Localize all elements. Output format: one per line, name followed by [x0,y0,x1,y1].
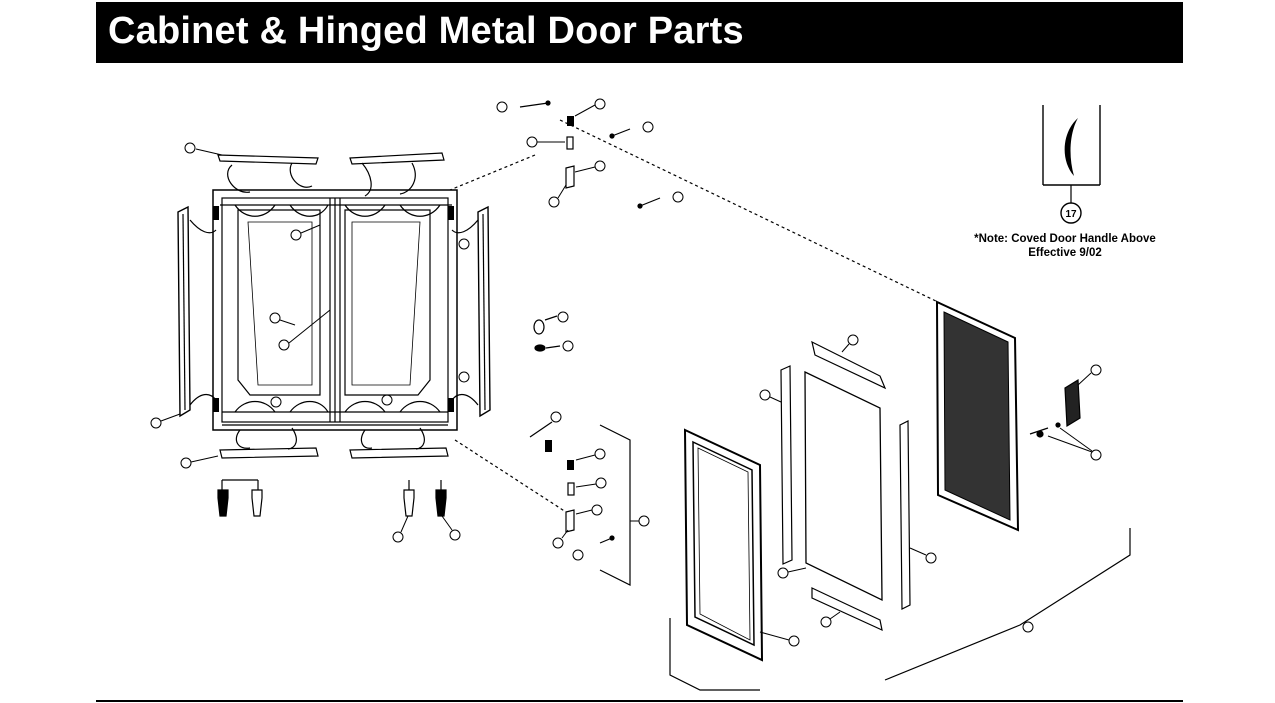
title-bar: Cabinet & Hinged Metal Door Parts [96,2,1183,63]
door-glass-panel [804,370,883,602]
cabinet-frame [212,189,458,431]
handle-callout-number: 17 [1065,209,1077,220]
hinge-hardware-bottom [454,421,631,586]
bottom-rails-and-legs [217,427,449,517]
part-callouts [150,98,1102,647]
note-line-1: *Note: Coved Door Handle Above [974,233,1156,245]
door-handle-part [1029,378,1081,438]
note-line-2: Effective 9/02 [1028,247,1102,259]
coved-handle-icon [1064,118,1078,176]
handle-inset [1042,105,1101,224]
top-rail-parts [217,152,445,197]
door-screen-panel [935,300,1020,532]
handle-note: *Note: Coved Door Handle Above Effective… [960,232,1170,260]
bottom-divider [96,700,1183,702]
page-title: Cabinet & Hinged Metal Door Parts [108,10,744,52]
door-strips [780,340,911,632]
knob-hardware [533,315,561,352]
assembly-bracket [669,528,1131,691]
hinge-hardware-top [449,100,941,304]
door-frame [683,428,764,662]
side-panels [177,205,491,418]
